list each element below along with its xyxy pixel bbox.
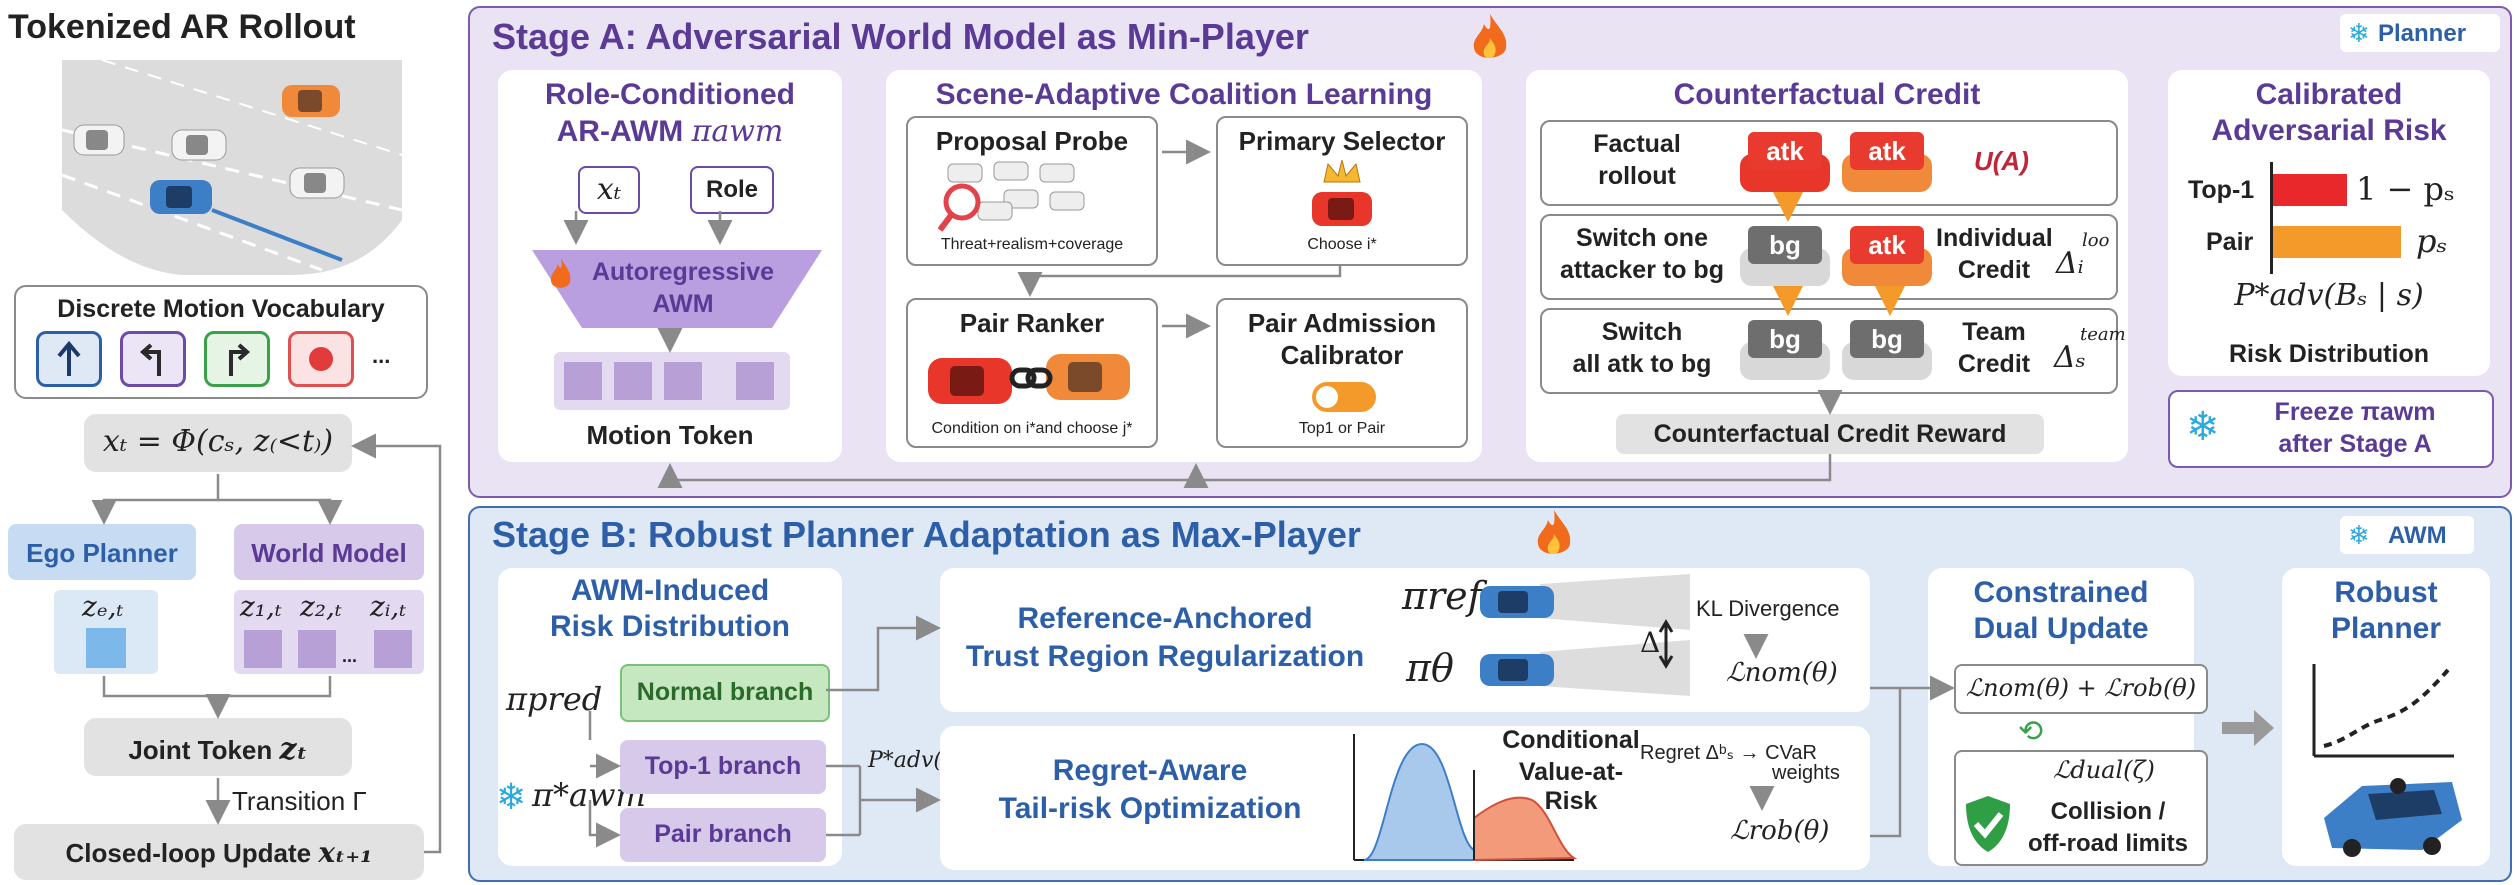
snowflake-icon: ❄ <box>496 776 527 817</box>
stage-b-title: Stage B: Robust Planner Adaptation as Ma… <box>492 514 1361 555</box>
snowflake-icon: ❄ <box>2348 18 2370 48</box>
top1-branch: Top-1 branch <box>620 740 826 794</box>
improvement-curve-icon <box>2308 660 2458 765</box>
motion-token <box>664 362 702 400</box>
cvar-distribution-icon <box>1344 730 1580 871</box>
switch-one-row: Switch one attacker to bg bg atk Individ… <box>1540 214 2118 300</box>
background-car-icon: bg <box>1842 320 1932 380</box>
snowflake-icon: ❄ <box>2348 520 2370 550</box>
proposal-probe-box: Proposal Probe Threat+realism+coverage <box>906 116 1158 266</box>
magnifier-cars-icon <box>937 158 1128 241</box>
pair-label: Pair <box>2206 228 2254 256</box>
loss-sum-box: ℒnom(θ) + ℒrob(θ) <box>1954 664 2208 714</box>
closed-loop-box: Closed-loop Update xₜ₊₁ <box>14 824 424 880</box>
pair-branch: Pair branch <box>620 808 826 862</box>
pair-admission-box: Pair Admission Calibrator Top1 or Pair <box>1216 298 1468 448</box>
admission-toggle[interactable] <box>1312 382 1376 412</box>
ego-car-icon <box>150 180 212 214</box>
normal-branch: Normal branch <box>620 664 830 722</box>
pi-pred: πpred <box>506 680 603 718</box>
left-title: Tokenized AR Rollout <box>8 8 356 46</box>
background-car-icon: bg <box>1740 320 1830 380</box>
motion-token-row <box>554 352 790 410</box>
awm-badge: ❄ AWM <box>2340 516 2474 554</box>
straight-arrow-icon <box>36 331 102 387</box>
vocab-more: ... <box>372 343 391 368</box>
joint-token-box: Joint Token zₜ <box>84 718 352 776</box>
factual-rollout-row: Factual rollout atk atk U(A) <box>1540 120 2118 206</box>
planner-badge: ❄ Planner <box>2340 14 2500 52</box>
cf-reward-box: Counterfactual Credit Reward <box>1616 414 2044 454</box>
regret-card: Regret-Aware Tail-risk Optimization Cond… <box>940 726 1870 870</box>
risk-axis <box>2270 162 2273 274</box>
xt-input: xₜ <box>578 166 640 214</box>
robust-car-icon <box>2312 768 2472 863</box>
primary-selector-box: Primary Selector Choose i* <box>1216 116 1468 266</box>
top1-label: Top-1 <box>2188 176 2255 204</box>
world-token <box>244 630 282 668</box>
world-model-label: World Model <box>234 524 424 580</box>
trajectory-cars-icon <box>1480 574 1700 709</box>
dual-constraint-box: ℒdual(ζ) Collision / off-road limits <box>1954 750 2208 866</box>
trust-region-card: Reference-Anchored Trust Region Regulari… <box>940 568 1870 712</box>
road-scene-illustration <box>61 59 403 280</box>
calibrated-risk-card: Calibrated Adversarial Risk Top-1 Pair 1… <box>2168 70 2490 376</box>
pair-ranker-box: Pair Ranker Condition on i*and choose j* <box>906 298 1158 448</box>
world-token-group: z₁,ₜ z₂,ₜ zᵢ,ₜ ... <box>234 590 424 674</box>
pair-bar <box>2273 226 2401 258</box>
snowflake-icon: ❄ <box>2186 405 2220 449</box>
stage-a-title: Stage A: Adversarial World Model as Min-… <box>492 16 1309 57</box>
orange-car-icon <box>282 85 340 117</box>
crowned-car-icon <box>1302 158 1382 241</box>
role-conditioned-card: Role-Conditioned AR-AWM πawm xₜ Role Aut… <box>498 70 842 462</box>
robust-planner-card: Robust Planner <box>2282 568 2490 866</box>
background-car-icon: bg <box>1740 226 1830 286</box>
stop-icon <box>288 331 354 387</box>
linked-cars-icon <box>922 346 1142 421</box>
ego-token-group: zₑ,ₜ <box>54 590 158 674</box>
transition-label: Transition Γ <box>232 786 367 816</box>
motion-token <box>564 362 602 400</box>
left-turn-icon <box>120 331 186 387</box>
switch-all-row: Switch all atk to bg bg bg Team Credit Δ… <box>1540 308 2126 394</box>
role-input: Role <box>690 166 774 214</box>
freeze-box: ❄ Freeze πawm after Stage A <box>2168 390 2494 468</box>
world-token <box>298 630 336 668</box>
attacker-car-icon: atk <box>1842 226 1932 286</box>
shield-check-icon <box>1962 794 2014 859</box>
ego-planner-label: Ego Planner <box>8 524 196 580</box>
motion-token <box>736 362 774 400</box>
motion-token <box>614 362 652 400</box>
big-arrow-icon <box>2222 708 2276 753</box>
top1-bar <box>2273 174 2347 206</box>
refresh-icon: ⟲ <box>2018 715 2044 748</box>
state-equation: xₜ = Φ(cₛ, z₍<t₎) <box>84 414 352 472</box>
vocab-box: Discrete Motion Vocabulary ... <box>14 285 428 399</box>
awm-trapezoid <box>532 250 822 328</box>
world-token <box>374 630 412 668</box>
attacker-car-icon: atk <box>1740 132 1830 192</box>
attacker-car-icon: atk <box>1842 132 1932 192</box>
fire-icon <box>1470 12 1510 69</box>
motion-token-label: Motion Token <box>586 420 754 450</box>
fire-icon <box>1534 508 1574 565</box>
right-turn-icon <box>204 331 270 387</box>
fire-icon <box>548 256 574 299</box>
ego-token <box>86 628 126 668</box>
vocab-title: Discrete Motion Vocabulary <box>57 295 385 323</box>
